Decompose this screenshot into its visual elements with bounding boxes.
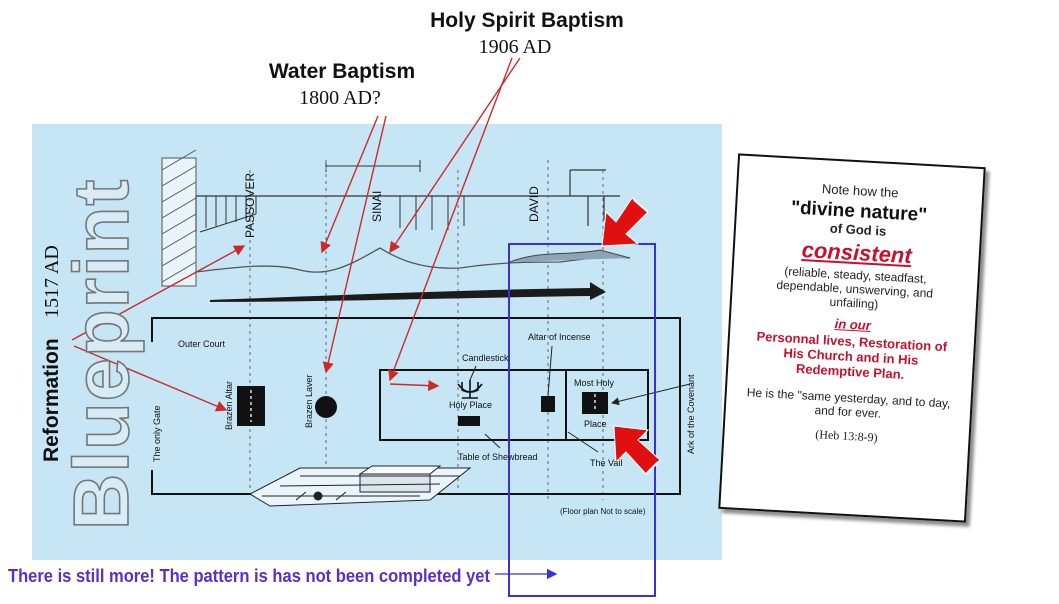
timeline-structure — [195, 160, 620, 233]
water-baptism-title: Water Baptism — [269, 60, 415, 83]
bottom-note: There is still more! The pattern is has … — [8, 566, 490, 586]
label-brazen-altar: Brazen Altar — [224, 381, 234, 430]
table-shewbread-shape — [458, 416, 480, 426]
card-line-5: (reliable, steady, steadfast, dependable… — [776, 264, 934, 312]
altar-incense-shape — [541, 396, 555, 412]
card-line-9: (Heb 13:8-9) — [815, 426, 879, 445]
plan-pointers — [469, 345, 691, 453]
timeline-label-passover: PASSOVER — [243, 173, 257, 238]
progression-arrow — [210, 282, 606, 302]
label-outer-court: Outer Court — [178, 339, 226, 349]
candlestick-icon — [457, 380, 483, 399]
label-most-holy: Most Holy — [574, 378, 615, 388]
reformation-year: 1517 AD — [41, 245, 63, 318]
label-altar-incense: Altar of Incense — [528, 332, 591, 342]
terrain-line — [195, 247, 631, 273]
reformation-label: Reformation — [40, 338, 63, 462]
label-holy-place: Holy Place — [449, 400, 492, 410]
label-ark-covenant: Ark of the Covenant — [686, 374, 696, 454]
water-baptism-year: 1800 AD? — [299, 87, 381, 109]
tabernacle-sketch — [248, 465, 472, 507]
divine-nature-card: Note how the "divine nature" of God is c… — [718, 153, 986, 523]
label-place: Place — [584, 419, 607, 429]
label-the-vail: The Vail — [590, 458, 622, 468]
terrain-hill — [509, 249, 631, 263]
label-only-gate: The only Gate — [152, 405, 162, 462]
brazen-laver-shape — [315, 396, 337, 418]
card-line-8: He is the "same yesterday, and to day, a… — [746, 385, 951, 421]
label-table-shewbread: Table of Shewbread — [458, 452, 538, 462]
label-floorplan-note: (Floor plan Not to scale) — [560, 507, 646, 516]
dotted-guides — [249, 160, 604, 500]
label-candlestick: Candlestick — [462, 353, 509, 363]
big-red-arrow-bottom — [613, 425, 661, 475]
timeline-label-sinai: SINAI — [370, 191, 384, 222]
blueprint-title: Blueprint — [57, 179, 145, 530]
tabernacle-wall — [379, 369, 649, 441]
holy-spirit-year: 1906 AD — [479, 36, 552, 58]
baptism-arrows — [71, 57, 521, 412]
big-red-arrow-top — [601, 197, 649, 247]
hatched-wall — [161, 149, 197, 287]
label-brazen-laver: Brazen Laver — [304, 374, 314, 428]
timeline-label-david: DAVID — [527, 186, 541, 222]
future-pattern-box — [508, 243, 656, 597]
card-line-7: Personnal lives, Restoration of His Chur… — [756, 329, 948, 383]
holy-spirit-title: Holy Spirit Baptism — [430, 9, 624, 32]
